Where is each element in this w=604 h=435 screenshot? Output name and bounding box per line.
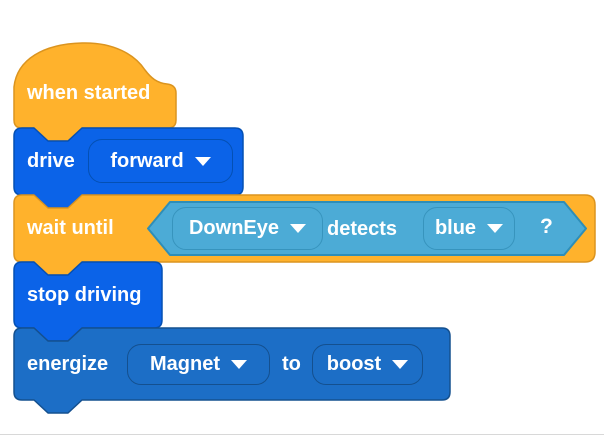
energize-device-dropdown[interactable]: Magnet [127, 344, 270, 385]
dropdown-arrow-icon [231, 360, 247, 369]
dropdown-arrow-icon [487, 224, 504, 233]
dropdown-arrow-icon [392, 360, 409, 369]
drive-direction-dropdown[interactable]: forward [88, 139, 233, 183]
energize-mode-dropdown[interactable]: boost [312, 344, 423, 385]
energize-mode-value: boost [326, 353, 382, 375]
energize-device-value: Magnet [150, 353, 220, 375]
when-started-hat-block[interactable] [13, 42, 177, 142]
dropdown-arrow-icon [290, 224, 307, 233]
optical-sensor-value: DownEye [188, 217, 280, 239]
dropdown-arrow-icon [194, 156, 211, 166]
optical-sensor-dropdown[interactable]: DownEye [172, 207, 323, 250]
detect-color-value: blue [434, 217, 477, 239]
drive-direction-value: forward [110, 149, 184, 172]
detect-color-dropdown[interactable]: blue [423, 207, 515, 250]
